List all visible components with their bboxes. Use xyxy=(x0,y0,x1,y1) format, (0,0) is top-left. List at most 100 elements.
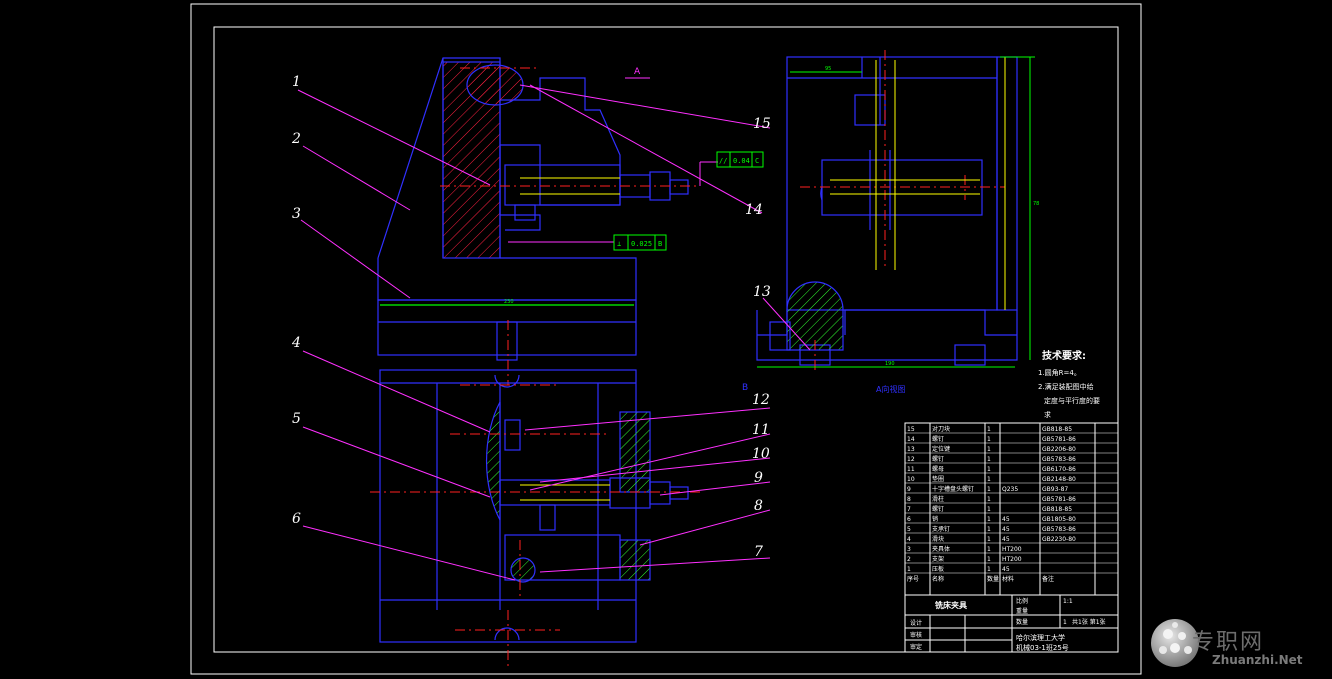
bom-cell-no: 3 xyxy=(907,546,911,553)
bom-cell-qty: 1 xyxy=(987,526,991,533)
side-yellow-lines xyxy=(830,57,1006,310)
bom-cell-std: GB1805-80 xyxy=(1042,516,1076,523)
qty-label: 数量 xyxy=(1016,618,1028,626)
bom-cell-no: 11 xyxy=(907,466,915,473)
bom-cell-std: GB5783-86 xyxy=(1042,526,1076,533)
bom-cell-no: 8 xyxy=(907,496,911,503)
bom-cell-mat: 45 xyxy=(1002,516,1010,523)
section-view-title: A向视图 xyxy=(876,384,905,394)
approve-label: 审定 xyxy=(910,643,922,651)
bom-cell-std: GB5783-86 xyxy=(1042,456,1076,463)
callout-9: 9 xyxy=(754,470,763,486)
callout-6: 6 xyxy=(292,511,301,527)
bom-cell-std: GB2230-80 xyxy=(1042,536,1076,543)
tech-req-line-3: 定度与平行度的要 xyxy=(1044,396,1100,405)
tol-perp-symbol: ⊥ xyxy=(617,240,621,248)
bom-cell-qty: 1 xyxy=(987,486,991,493)
bom-cell-no: 10 xyxy=(907,476,915,483)
tol-parallel-datum: C xyxy=(755,157,759,165)
bom-cell-mat: 45 xyxy=(1002,566,1010,573)
side-view xyxy=(756,56,1018,366)
bom-cell-std: GB5781-86 xyxy=(1042,496,1076,503)
bom-cell-no: 6 xyxy=(907,516,911,523)
drawing-name: 铣床夹具 xyxy=(935,600,967,610)
bom-cell-name: 十字槽盘头螺钉 xyxy=(932,485,974,493)
bom-cell-mat: 45 xyxy=(1002,536,1010,543)
bom-cell-std: GB2148-80 xyxy=(1042,476,1076,483)
qty-value: 1 xyxy=(1063,619,1067,626)
dim-side-width: 190 xyxy=(885,361,895,367)
title-block: 铣床夹具 比例 1:1 重量 数量 1 共1张 第1张 设计 审核 审定 哈尔滨… xyxy=(910,597,1106,652)
bom-cell-qty: 1 xyxy=(987,466,991,473)
callout-8: 8 xyxy=(754,498,763,514)
bom-cell-std: GB93-87 xyxy=(1042,486,1068,493)
top-view xyxy=(379,369,689,643)
bom-cell-qty: 1 xyxy=(987,456,991,463)
bom-cell-qty: 1 xyxy=(987,556,991,563)
design-label: 设计 xyxy=(910,619,922,627)
bom-header-cell: 数量 xyxy=(987,575,999,583)
callout-14: 14 xyxy=(745,202,763,218)
bom-cell-std: GB6170-86 xyxy=(1042,466,1076,473)
bom-cell-no: 7 xyxy=(907,506,911,513)
bom-cell-mat: HT200 xyxy=(1002,546,1022,553)
tech-req-line-4: 求 xyxy=(1044,410,1051,419)
bom-cell-std: GB818-85 xyxy=(1042,426,1072,433)
bom-cell-name: 对刀块 xyxy=(932,425,950,433)
watermark-brand: 专职网 xyxy=(1192,630,1265,655)
bom-cell-name: 螺钉 xyxy=(932,455,944,463)
front-centerlines xyxy=(440,67,700,385)
bom-cell-name: 螺钉 xyxy=(932,505,944,513)
dimension-texts: 230 190 78 95 xyxy=(504,66,1039,367)
tech-req-line-2: 2.满足装配图中给 xyxy=(1038,382,1094,391)
bom-header-cell: 名称 xyxy=(932,575,944,583)
callout-10: 10 xyxy=(752,446,770,462)
inner-border xyxy=(213,26,1119,653)
outer-border xyxy=(190,3,1142,675)
bom-cell-name: 支架 xyxy=(932,555,944,563)
bom-cell-std: GB2206-80 xyxy=(1042,446,1076,453)
bom-cell-no: 4 xyxy=(907,536,911,543)
side-centerlines xyxy=(800,50,1005,370)
bom-grid xyxy=(904,422,1119,653)
bom-cell-name: 螺母 xyxy=(932,465,944,473)
bom-cell-name: 垫圈 xyxy=(932,475,944,483)
bom-cell-name: 夹具体 xyxy=(932,545,950,553)
bom-cell-name: 销 xyxy=(932,515,938,523)
callout-7: 7 xyxy=(754,544,763,560)
bom-cell-name: 滑柱 xyxy=(932,495,944,503)
bom-cell-mat: Q235 xyxy=(1002,486,1018,493)
bom-row-lines xyxy=(905,432,1118,574)
bom-header-cell: 材料 xyxy=(1002,575,1014,583)
bom-cell-qty: 1 xyxy=(987,436,991,443)
bom-cell-no: 14 xyxy=(907,436,915,443)
dim-top-width: 230 xyxy=(504,299,514,305)
watermark-logo xyxy=(1151,619,1199,667)
view-arrow-b: B xyxy=(742,383,748,393)
view-arrow-a: A xyxy=(634,67,641,77)
dim-side-height: 78 xyxy=(1033,201,1039,207)
check-label: 审核 xyxy=(910,631,922,639)
bom-cell-no: 2 xyxy=(907,556,911,563)
callout-5: 5 xyxy=(292,411,301,427)
leader-lines xyxy=(297,84,811,581)
bom-cell-qty: 1 xyxy=(987,546,991,553)
callout-4: 4 xyxy=(291,335,301,351)
weight-label: 重量 xyxy=(1016,607,1028,615)
bom-cell-qty: 1 xyxy=(987,426,991,433)
callout-3: 3 xyxy=(292,206,301,222)
bom-cell-qty: 1 xyxy=(987,496,991,503)
bom-cell-no: 13 xyxy=(907,446,915,453)
bom-cell-mat: 45 xyxy=(1002,526,1010,533)
bom-cell-no: 15 xyxy=(907,426,915,433)
callout-15: 15 xyxy=(753,116,771,132)
bom-cell-no: 5 xyxy=(907,526,911,533)
bom-cell-qty: 1 xyxy=(987,566,991,573)
callout-2: 2 xyxy=(291,131,301,147)
bom-cell-qty: 1 xyxy=(987,506,991,513)
tol-parallel-symbol: // xyxy=(719,157,727,165)
watermark-url: Zhuanzhi.Net xyxy=(1212,653,1303,667)
bom-cell-mat: HT200 xyxy=(1002,556,1022,563)
